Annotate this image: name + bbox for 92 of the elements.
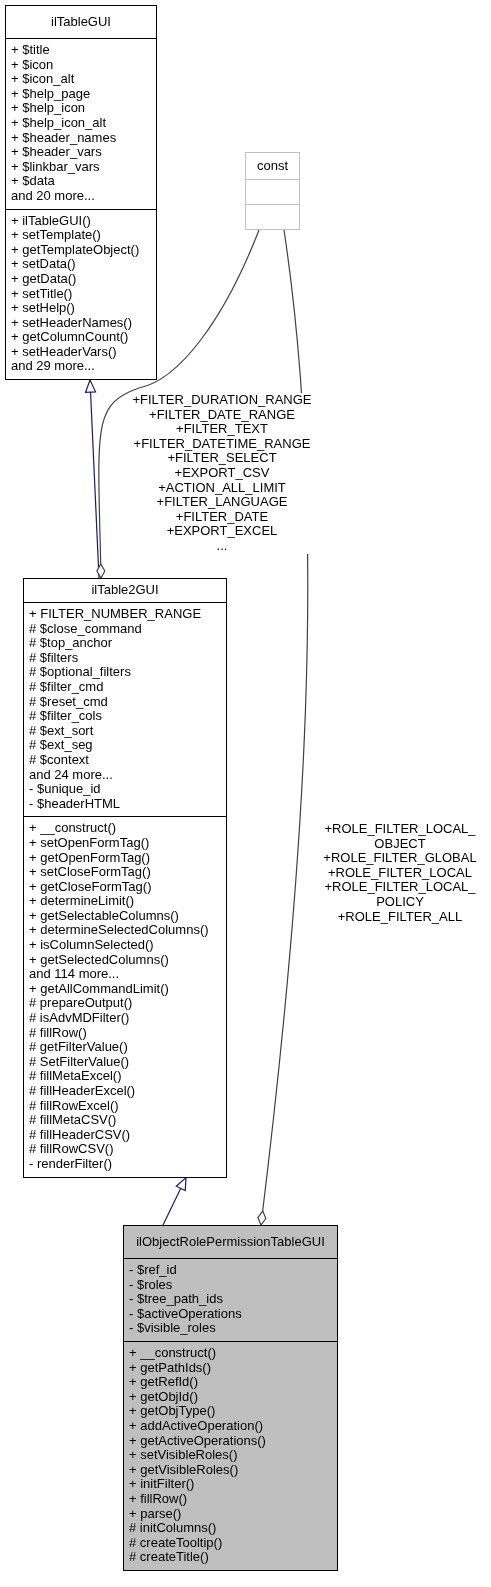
member-text: + getSelectableColumns() <box>29 908 179 924</box>
member-text: + determineSelectedColumns() <box>29 923 209 939</box>
member-text: + determineLimit() <box>29 894 135 909</box>
member-text: + setTemplate() <box>11 228 101 243</box>
member-text: + setData() <box>11 257 76 272</box>
member-text: # $ext_sort <box>29 723 94 739</box>
member-text: + setTitle() <box>11 286 73 302</box>
member-text: + fillRow() <box>129 1491 188 1507</box>
member-text: # fillRowExcel() <box>29 1098 119 1114</box>
class-box <box>23 578 227 1178</box>
member-text: + setCloseFormTag() <box>29 865 151 880</box>
member-text: # $context <box>29 752 89 768</box>
class-box <box>245 152 300 230</box>
member-text: + $header_names <box>11 130 117 146</box>
member-text: # fillHeaderCSV() <box>29 1127 131 1143</box>
member-text: + parse() <box>129 1506 182 1522</box>
member-text: + getAllCommandLimit() <box>29 981 169 997</box>
member-text: + getColumnCount() <box>11 330 129 345</box>
edge-label: +FILTER_DURATION_RANGE +FILTER_DATE_RANGE +FILTER_TEXT +FILTER_DATETIME_RANGE +FILTER_SELECT +EXPORT_CSV +ACTION_ALL_LIMIT +FILTER_LANGUAGE +FILTER_DATE +EXPORT_EXCEL ... <box>132 393 312 554</box>
class-name: ilObjectRolePermissionTableGUI <box>136 1234 325 1250</box>
member-text: + getTemplateObject() <box>11 242 140 258</box>
member-text: + setHelp() <box>11 301 75 316</box>
class-name: const <box>256 158 289 174</box>
member-text: # $top_anchor <box>29 636 113 651</box>
member-text: - $unique_id <box>29 782 101 797</box>
member-text: + $icon <box>11 57 54 73</box>
aggregation-line <box>96 229 260 579</box>
member-text: # getFilterValue() <box>29 1040 128 1055</box>
member-text: # $filter_cols <box>29 709 102 724</box>
member-text: # initColumns() <box>129 1521 217 1536</box>
member-text: - $activeOperations <box>129 1306 242 1322</box>
member-text: + getData() <box>11 271 77 287</box>
inheritance-arrow <box>84 379 100 579</box>
member-text: + ilTableGUI() <box>11 213 91 229</box>
member-text: + getObjId() <box>129 1389 198 1405</box>
member-text: + FILTER_NUMBER_RANGE <box>29 607 202 622</box>
member-text: + $header_vars <box>11 145 102 160</box>
member-text: # prepareOutput() <box>29 996 133 1012</box>
member-text: # SetFilterValue() <box>29 1054 130 1070</box>
member-text: + setVisibleRoles() <box>129 1448 238 1463</box>
member-text: + getOpenFormTag() <box>29 850 151 866</box>
member-text: # $reset_cmd <box>29 694 108 710</box>
inheritance-arrow <box>162 1176 187 1226</box>
member-text: - $ref_id <box>129 1263 177 1278</box>
member-text: + getVisibleRoles() <box>129 1462 239 1478</box>
member-text: # createTitle() <box>129 1550 209 1565</box>
member-text: # $close_command <box>29 621 142 637</box>
member-text: # $ext_seg <box>29 738 93 753</box>
member-text: # isAdvMDFilter() <box>29 1011 130 1026</box>
member-text: + setHeaderVars() <box>11 344 117 360</box>
member-text: + $help_page <box>11 86 91 102</box>
member-text: + getSelectedColumns() <box>29 952 169 968</box>
member-text: + $data <box>11 174 55 189</box>
member-text: - $roles <box>129 1277 173 1293</box>
member-text: and 20 more... <box>11 188 95 204</box>
member-text: # fillMetaExcel() <box>29 1069 122 1084</box>
class-name: ilTableGUI <box>51 14 111 30</box>
member-text: + initFilter() <box>129 1477 195 1492</box>
member-text: + setHeaderNames() <box>11 315 133 331</box>
member-text: - $visible_roles <box>129 1321 216 1336</box>
member-text: + getActiveOperations() <box>129 1433 266 1449</box>
member-text: - renderFilter() <box>29 1156 113 1172</box>
member-text: + $help_icon <box>11 101 86 116</box>
class-name: ilTable2GUI <box>91 583 159 598</box>
member-text: # fillHeaderExcel() <box>29 1084 136 1099</box>
member-text: # $optional_filters <box>29 665 131 680</box>
member-text: # fillMetaCSV() <box>29 1113 117 1128</box>
member-text: # fillRow() <box>29 1025 87 1041</box>
member-text: + __construct() <box>29 821 117 836</box>
class-box <box>5 5 157 381</box>
member-text: + getPathIds() <box>129 1360 212 1376</box>
member-text: # createTooltip() <box>129 1535 223 1551</box>
member-text: and 24 more... <box>29 767 113 783</box>
member-text: + $title <box>11 43 50 58</box>
member-text: and 114 more... <box>29 967 120 982</box>
member-text: + $linkbar_vars <box>11 159 100 175</box>
member-text: + isColumnSelected() <box>29 938 154 953</box>
member-text: + __construct() <box>129 1345 217 1361</box>
member-text: # $filter_cmd <box>29 679 104 695</box>
member-text: + setOpenFormTag() <box>29 835 150 851</box>
member-text: and 29 more... <box>11 359 95 375</box>
member-text: - $tree_path_ids <box>129 1292 223 1307</box>
member-text: + getCloseFormTag() <box>29 879 152 895</box>
member-text: + addActiveOperation() <box>129 1418 264 1434</box>
member-text: # fillRowCSV() <box>29 1142 114 1157</box>
class-box <box>123 1225 338 1571</box>
member-text: + getObjType() <box>129 1404 216 1419</box>
member-text: + $icon_alt <box>11 72 75 87</box>
member-text: + getRefId() <box>129 1375 198 1390</box>
member-text: + $help_icon_alt <box>11 115 107 131</box>
member-text: - $headerHTML <box>29 796 121 812</box>
member-text: # $filters <box>29 650 79 666</box>
